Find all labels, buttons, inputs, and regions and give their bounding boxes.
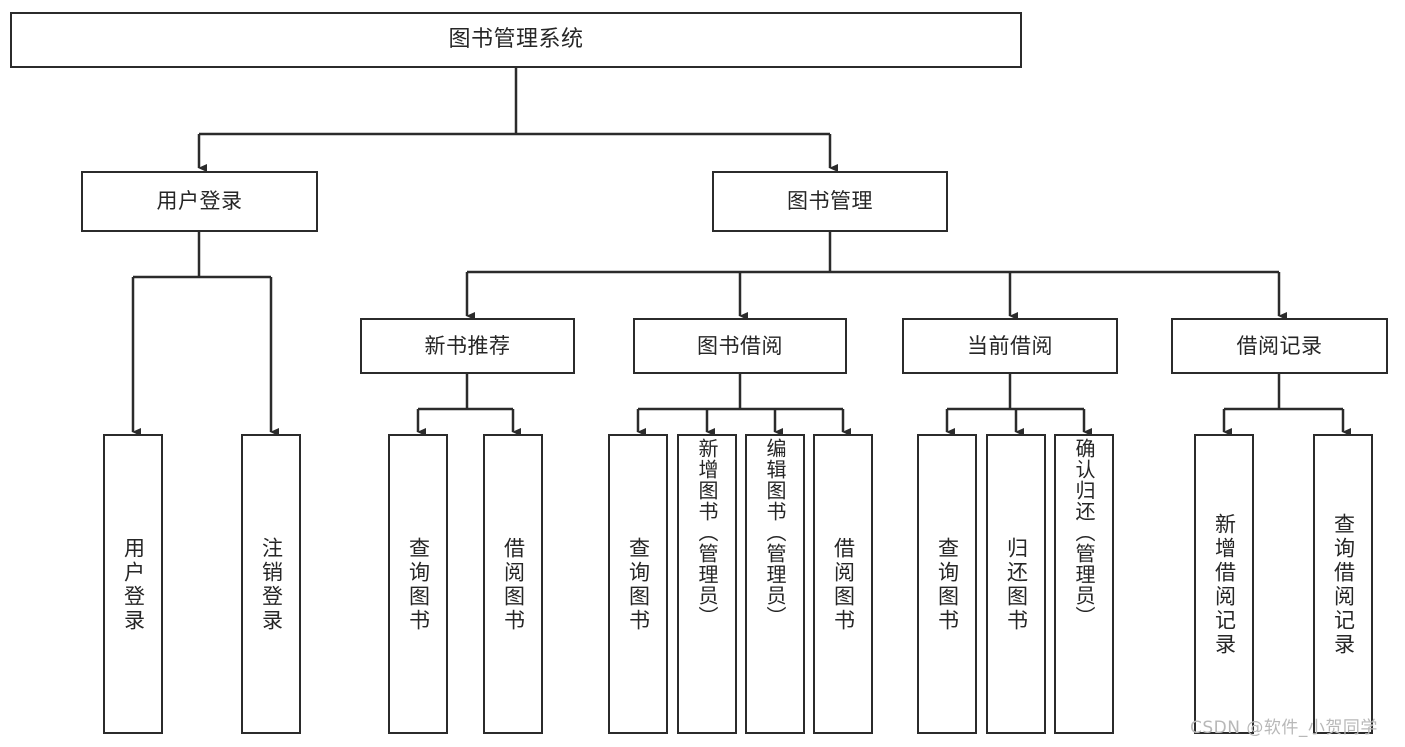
node-user-login[interactable]: 用户登录 <box>81 171 318 232</box>
leaf-new-book-borrow[interactable]: 借阅图书 <box>483 434 543 734</box>
leaf-borrow-query-book[interactable]: 查询图书 <box>608 434 668 734</box>
node-book-management[interactable]: 图书管理 <box>712 171 948 232</box>
node-label: 查询借阅记录 <box>1331 513 1356 657</box>
leaf-current-return-book[interactable]: 归还图书 <box>986 434 1046 734</box>
node-new-book-recommend[interactable]: 新书推荐 <box>360 318 575 374</box>
leaf-borrow-borrow-book[interactable]: 借阅图书 <box>813 434 873 734</box>
node-label: 查询图书 <box>626 537 651 633</box>
node-label: 注销登录 <box>259 537 284 633</box>
node-label: 用户登录 <box>121 537 146 633</box>
leaf-records-query-record[interactable]: 查询借阅记录 <box>1313 434 1373 734</box>
node-label: 借阅图书 <box>831 537 856 633</box>
node-label: 图书借阅 <box>697 333 783 358</box>
leaf-borrow-edit-book-admin[interactable]: 编辑图书（管理员） <box>745 434 805 734</box>
node-current-borrow[interactable]: 当前借阅 <box>902 318 1118 374</box>
leaf-new-book-query[interactable]: 查询图书 <box>388 434 448 734</box>
node-label: 新增借阅记录 <box>1212 513 1237 657</box>
node-borrow-records[interactable]: 借阅记录 <box>1171 318 1388 374</box>
node-label: 借阅图书 <box>501 537 526 633</box>
node-label: 图书管理系统 <box>448 27 584 53</box>
node-label: 查询图书 <box>406 537 431 633</box>
node-label: 归还图书 <box>1004 537 1029 633</box>
node-root-system[interactable]: 图书管理系统 <box>10 12 1022 68</box>
leaf-records-add-record[interactable]: 新增借阅记录 <box>1194 434 1254 734</box>
node-book-borrow[interactable]: 图书借阅 <box>633 318 847 374</box>
node-label: 查询图书 <box>935 537 960 633</box>
leaf-user-login-logout[interactable]: 注销登录 <box>241 434 301 734</box>
node-label: 新书推荐 <box>424 333 511 358</box>
node-label: 图书管理 <box>787 189 873 214</box>
node-label: 借阅记录 <box>1236 333 1323 358</box>
csdn-watermark: CSDN @软件_小贺同学 <box>1190 718 1378 738</box>
node-label: 确认归还（管理员） <box>1072 438 1096 627</box>
leaf-current-confirm-return-admin[interactable]: 确认归还（管理员） <box>1054 434 1114 734</box>
leaf-borrow-add-book-admin[interactable]: 新增图书（管理员） <box>677 434 737 734</box>
node-label: 编辑图书（管理员） <box>763 438 787 627</box>
node-label: 新增图书（管理员） <box>695 438 719 627</box>
node-label: 当前借阅 <box>967 333 1053 358</box>
node-label: 用户登录 <box>156 189 243 214</box>
leaf-current-query-book[interactable]: 查询图书 <box>917 434 977 734</box>
leaf-user-login-login[interactable]: 用户登录 <box>103 434 163 734</box>
